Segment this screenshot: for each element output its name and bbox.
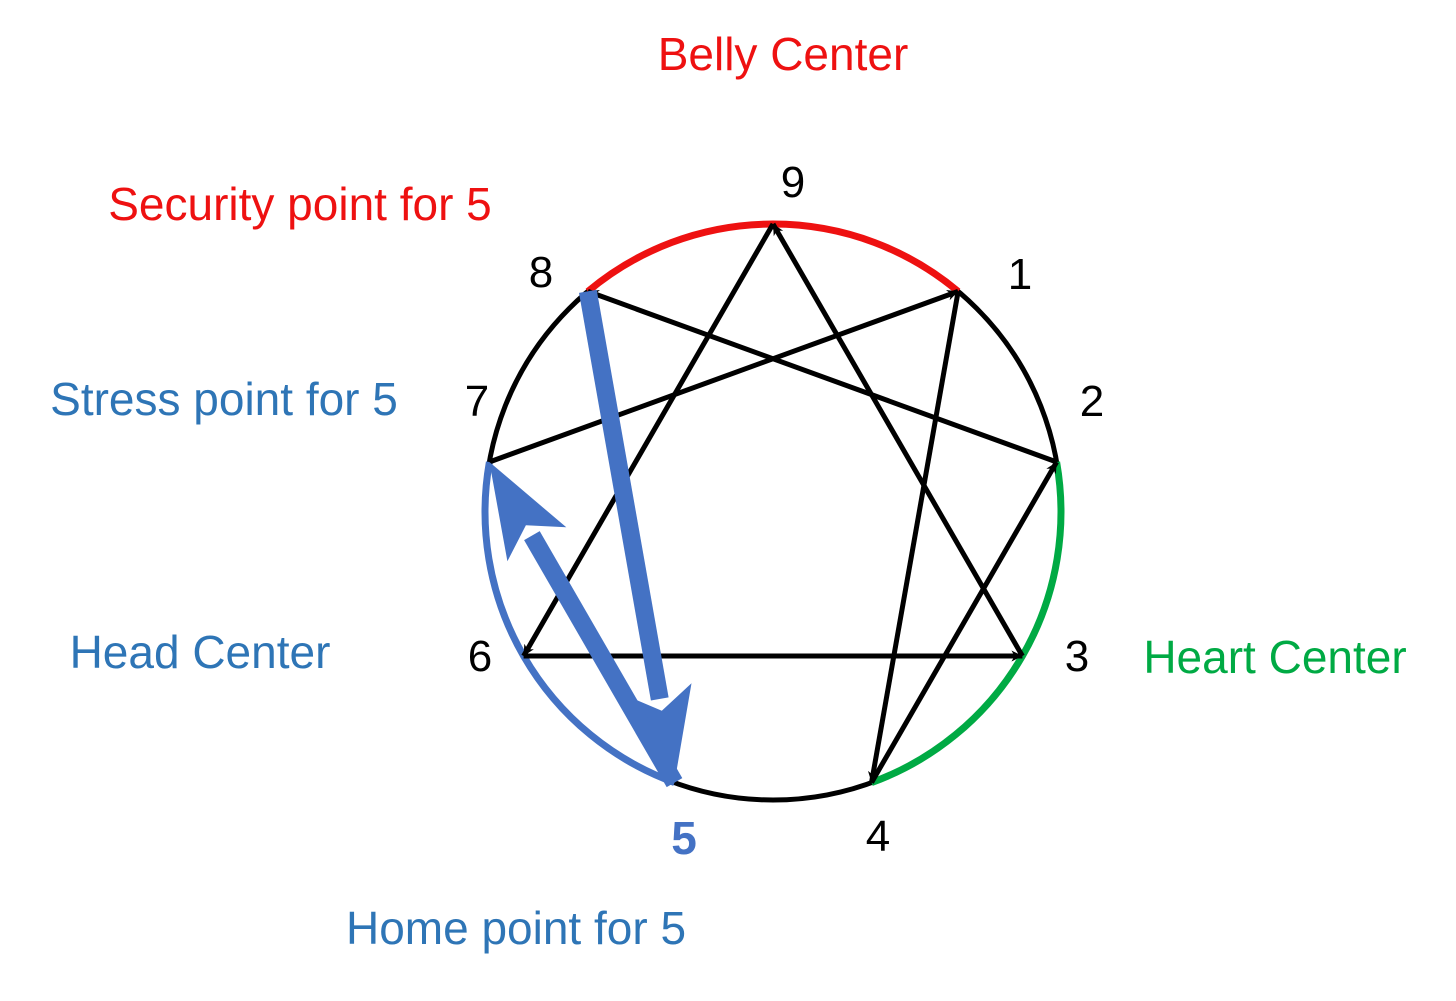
point-8-label: 8 bbox=[529, 248, 553, 297]
heart-center-caption: Heart Center bbox=[1143, 631, 1406, 683]
head-center-caption: Head Center bbox=[70, 626, 331, 678]
connection-arrows bbox=[488, 222, 1059, 784]
point-2-label: 2 bbox=[1080, 377, 1104, 426]
arrow-3-to-9 bbox=[770, 222, 1025, 658]
type-5-arrows bbox=[489, 289, 692, 788]
arrow-4-to-2 bbox=[869, 460, 1059, 784]
arrow-7-to-1 bbox=[488, 289, 959, 465]
point-1-label: 1 bbox=[1008, 250, 1032, 299]
belly-center-caption: Belly Center bbox=[658, 28, 909, 80]
point-9-label: 9 bbox=[781, 158, 805, 207]
home-point-caption: Home point for 5 bbox=[346, 902, 686, 954]
point-7-label: 7 bbox=[465, 377, 489, 426]
point-6-label: 6 bbox=[468, 632, 492, 681]
arrow-2-to-8 bbox=[587, 289, 1058, 465]
point-3-label: 3 bbox=[1065, 632, 1089, 681]
arrow-5-to-7 bbox=[489, 462, 683, 788]
point-5-label: 5 bbox=[671, 812, 697, 864]
point-4-label: 4 bbox=[866, 812, 890, 861]
stress-point-caption: Stress point for 5 bbox=[50, 373, 398, 425]
arrow-1-to-4 bbox=[867, 290, 961, 784]
belly-center-arc bbox=[585, 220, 961, 295]
security-point-caption: Security point for 5 bbox=[108, 178, 492, 230]
